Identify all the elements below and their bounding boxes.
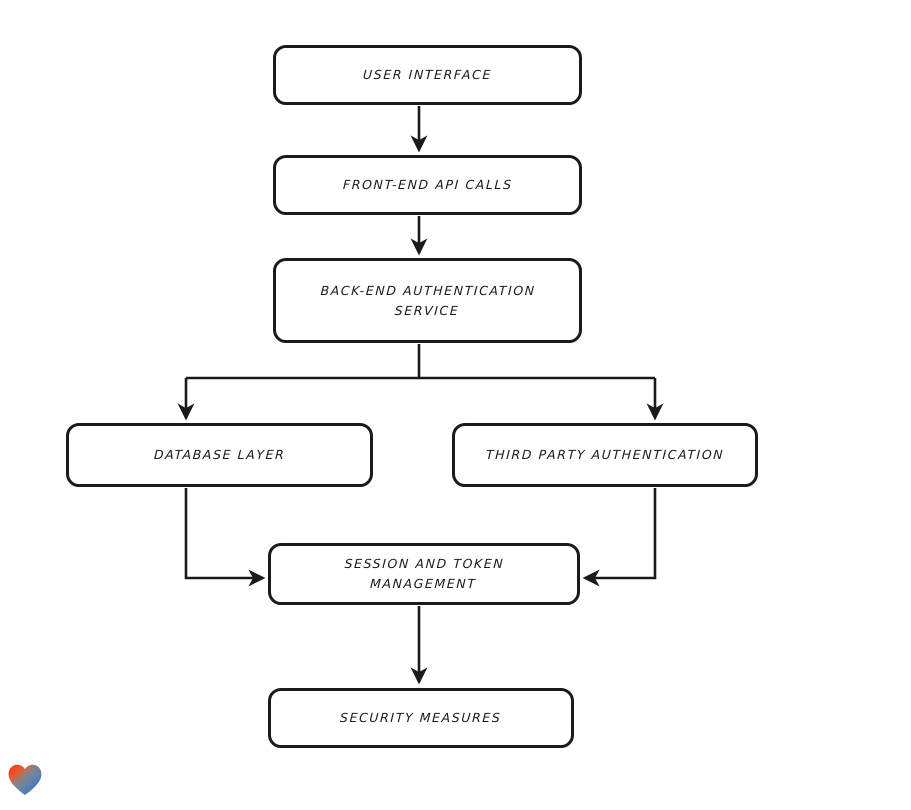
heart-icon — [8, 764, 42, 795]
node-label-database-layer: Database Layer — [153, 447, 286, 462]
node-backend-authentication-service[interactable]: Back-End Authentication Service — [273, 258, 582, 343]
node-database-layer[interactable]: Database Layer — [66, 423, 373, 487]
edge-thirdparty-to-session — [582, 488, 657, 587]
node-label-backend-authentication-service: Back-End Authentication Service — [320, 282, 537, 318]
node-security-measures[interactable]: Security Measures — [268, 688, 574, 748]
node-label-session-and-token-management: Session and Token Management — [344, 556, 505, 591]
node-label-user-interface: User Interface — [362, 67, 493, 82]
node-label-security-measures: Security Measures — [339, 710, 503, 725]
node-frontend-api-calls[interactable]: Front-End API Calls — [273, 155, 582, 215]
node-label-frontend-api-calls: Front-End API Calls — [342, 177, 513, 192]
edge-database-to-session — [184, 488, 266, 587]
node-label-third-party-authentication: Third Party Authentication — [485, 447, 725, 462]
node-user-interface[interactable]: User Interface — [273, 45, 582, 105]
node-third-party-authentication[interactable]: Third Party Authentication — [452, 423, 758, 487]
node-session-and-token-management[interactable]: Session and Token Management — [268, 543, 580, 605]
